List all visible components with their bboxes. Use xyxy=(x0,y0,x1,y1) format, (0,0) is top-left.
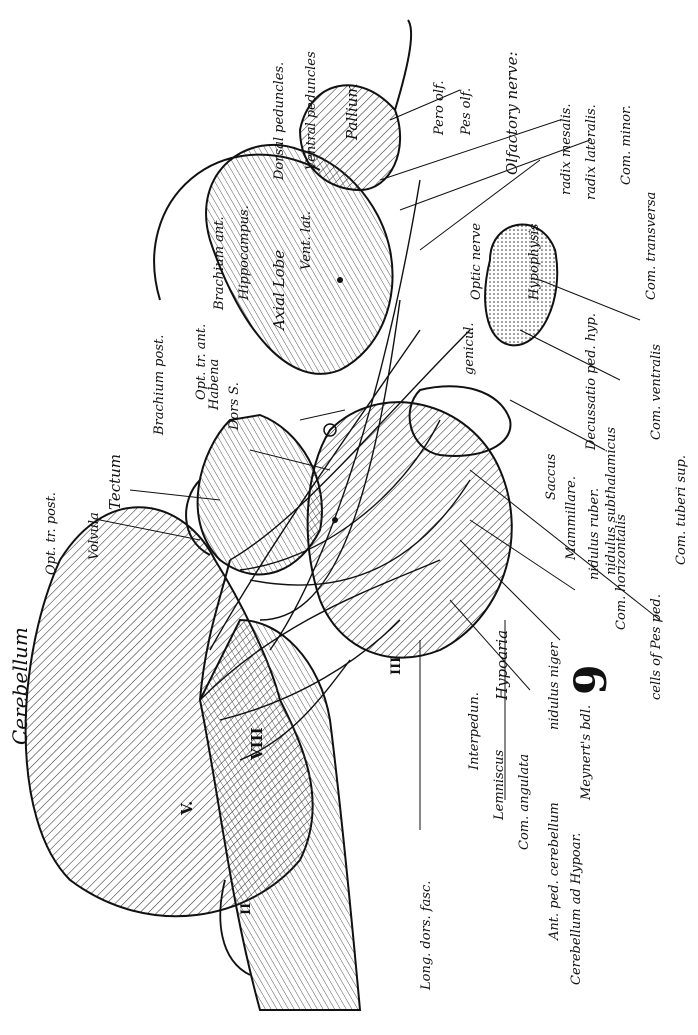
label-pero-olf: Pero olf. xyxy=(433,81,446,136)
label-interpedun: Interpedun. xyxy=(468,692,481,770)
label-lemniscus: Lemniscus xyxy=(493,750,506,820)
label-opt-tr-post: Opt. tr. post. xyxy=(45,492,58,575)
label-cerebellum: Cerebellum xyxy=(10,627,30,745)
label-nidulus-niger: nidulus niger xyxy=(548,643,561,730)
label-meynerts-bdl: Meynert's bdl. xyxy=(580,705,593,800)
label-cerebellum-ad-hypoar: Cerebellum ad Hypoar. xyxy=(570,833,583,985)
label-genicul: genicul. xyxy=(463,323,476,376)
label-dors-s: Dors S. xyxy=(228,382,241,430)
label-roman-v: V. xyxy=(180,801,195,815)
label-nidulus-ruber: nidulus ruber. xyxy=(588,488,601,580)
label-pallium: Pallium xyxy=(345,83,360,140)
label-radix-mesalis: radix mesalis. xyxy=(560,104,573,195)
label-com-tuberi-sup: Com. tuberi sup. xyxy=(675,455,688,565)
label-dorsal-peduncles: Dorsal peduncles. xyxy=(273,62,286,180)
label-roman-ii: II xyxy=(240,903,253,915)
label-optic-nerve: Optic nerve xyxy=(470,223,483,300)
label-nidulus-subthalamicus: nidulus subthalamicus xyxy=(605,427,618,575)
label-roman-iii: III xyxy=(390,657,403,675)
label-long-dors-fasc: Long. dors. fasc. xyxy=(420,881,433,990)
label-com-angulata: Com. angulata xyxy=(518,754,531,850)
hypoaria-shape xyxy=(308,402,512,657)
label-decussatio-ped-hyp: Decussatio ped. hyp. xyxy=(585,313,598,450)
hypophysis-shape xyxy=(485,225,557,346)
label-hypoaria: Hypoaria xyxy=(495,630,510,700)
label-saccus: Saccus xyxy=(545,454,558,500)
label-hypophysis: Hypophysis xyxy=(528,224,541,300)
label-hippocampus: Hippocampus. xyxy=(238,205,251,300)
label-com-minor: Com. minor. xyxy=(620,105,633,185)
tectum-shape xyxy=(198,415,322,574)
label-mammillare: Mammillare. xyxy=(565,476,578,560)
figure-number: 9 xyxy=(570,664,614,695)
label-com-transversa: Com. transversa xyxy=(645,192,658,300)
label-olfactory-nerve: Olfactory nerve: xyxy=(505,51,520,175)
label-pes-olf: Pes olf. xyxy=(460,88,473,135)
label-radix-lateralis: radix lateralis. xyxy=(585,104,598,200)
label-volvula: Volvula xyxy=(88,512,101,560)
label-brachium-ant: Brachium ant. xyxy=(213,216,226,310)
label-roman-viii: VIII xyxy=(250,727,265,760)
label-brachium-post: Brachium post. xyxy=(153,335,166,435)
label-ant-ped-cerebellum: Ant. ped. cerebellum xyxy=(548,802,561,940)
label-habena: Habena xyxy=(208,359,221,410)
label-com-ventralis: Com. ventralis xyxy=(650,344,663,440)
label-vent-lat: Vent. lat. xyxy=(300,211,313,270)
label-tectum: Tectum xyxy=(108,454,123,510)
label-axial-lobe: Axial Lobe xyxy=(272,250,287,330)
label-ventral-peduncles: Ventral peduncles xyxy=(305,51,318,170)
label-cells-of-pes-ped: cells of Pes ped. xyxy=(650,594,663,700)
